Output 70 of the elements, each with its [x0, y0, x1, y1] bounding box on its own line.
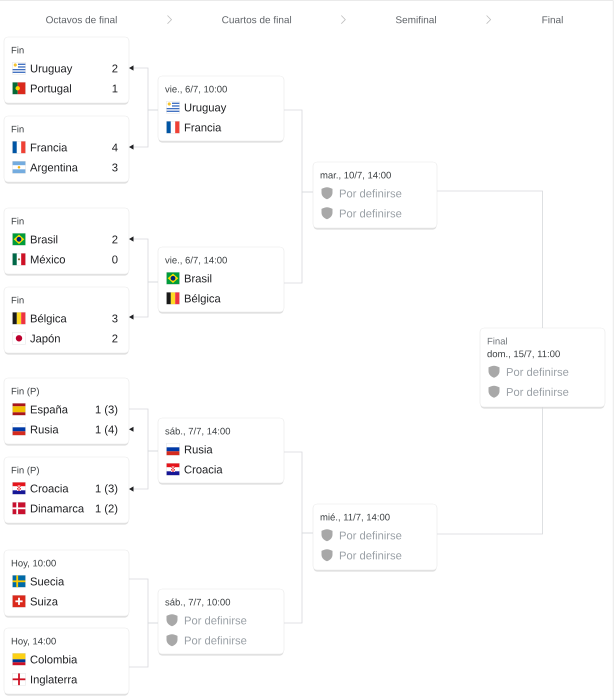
- score: 3: [112, 314, 118, 322]
- match-info: Fin: [12, 296, 24, 304]
- team-name: Por definirse: [506, 368, 568, 376]
- score: 2: [112, 334, 118, 342]
- round-heading: Cuartos de final: [222, 16, 292, 24]
- connector-line: [436, 190, 543, 328]
- connector-line: [436, 406, 543, 534]
- score: 3: [112, 164, 118, 172]
- team-name: España: [30, 405, 68, 416]
- connector-line: [129, 282, 158, 320]
- match-info: Fin (P): [12, 466, 39, 476]
- team-name: Argentina: [30, 163, 78, 174]
- match-info: mar., 10/7, 14:00: [320, 172, 391, 180]
- match-info: Hoy, 14:00: [12, 638, 56, 646]
- team-name: Bélgica: [30, 314, 67, 325]
- team-name: Por definirse: [184, 636, 246, 644]
- match-info: Fin: [12, 126, 24, 132]
- match-info: Hoy, 10:00: [12, 560, 56, 568]
- team-name: Por definirse: [340, 209, 402, 218]
- score: 2: [112, 64, 118, 72]
- match-info: vie., 6/7, 10:00: [165, 86, 227, 94]
- team-name: Francia: [30, 143, 68, 152]
- team-name: Por definirse: [184, 616, 246, 624]
- match-info: Final: [488, 338, 507, 345]
- team-name: Bélgica: [184, 294, 221, 305]
- score: 1 (3): [96, 484, 118, 495]
- team-name: Suecia: [30, 577, 64, 586]
- score: 1 (3): [96, 405, 118, 416]
- team-name: Colombia: [30, 655, 78, 664]
- team-name: Brasil: [30, 235, 58, 244]
- round-heading: Final: [542, 16, 563, 24]
- team-name: Portugal: [30, 84, 71, 95]
- connector-line: [128, 622, 158, 668]
- match-info: Fin: [12, 218, 24, 224]
- match-info: Fin: [12, 46, 24, 54]
- team-name: Rusia: [30, 425, 59, 434]
- match-info: sáb., 7/7, 14:00: [165, 427, 230, 436]
- match-info: mié., 11/7, 14:00: [320, 513, 390, 522]
- connector-line: [129, 110, 158, 150]
- team-name: Suiza: [30, 597, 58, 606]
- team-name: Por definirse: [340, 189, 402, 198]
- match-info: sáb., 7/7, 10:00: [165, 598, 230, 607]
- team-name: Japón: [30, 334, 60, 345]
- connector-line: [129, 450, 158, 492]
- score: 4: [112, 144, 118, 152]
- team-name: Por definirse: [340, 551, 402, 560]
- team-name: Dinamarca: [30, 504, 84, 512]
- team-name: Inglaterra: [31, 675, 78, 686]
- score: 2: [112, 236, 118, 244]
- team-name: Rusia: [184, 445, 213, 454]
- team-name: Por definirse: [506, 388, 568, 396]
- match-info: vie., 6/7, 14:00: [165, 256, 227, 265]
- round-heading: Semifinal: [396, 16, 436, 24]
- team-name: Francia: [184, 123, 222, 132]
- connector-line: [284, 192, 314, 284]
- score: 1 (2): [96, 504, 118, 515]
- team-name: Por definirse: [340, 531, 402, 540]
- score: 0: [112, 256, 118, 264]
- team-name: Brasil: [184, 274, 212, 282]
- team-name: Croacia: [184, 465, 223, 474]
- team-name: Uruguay: [184, 104, 226, 114]
- match-info: dom., 15/7, 11:00: [487, 350, 560, 358]
- score: 1: [112, 84, 118, 92]
- match-info: Fin (P): [12, 388, 39, 396]
- score: 1 (4): [96, 425, 118, 436]
- team-name: Croacia: [30, 484, 69, 492]
- round-heading: Octavos de final: [46, 16, 117, 24]
- connector-line: [284, 532, 314, 624]
- team-name: México: [30, 255, 65, 264]
- team-name: Uruguay: [30, 64, 72, 75]
